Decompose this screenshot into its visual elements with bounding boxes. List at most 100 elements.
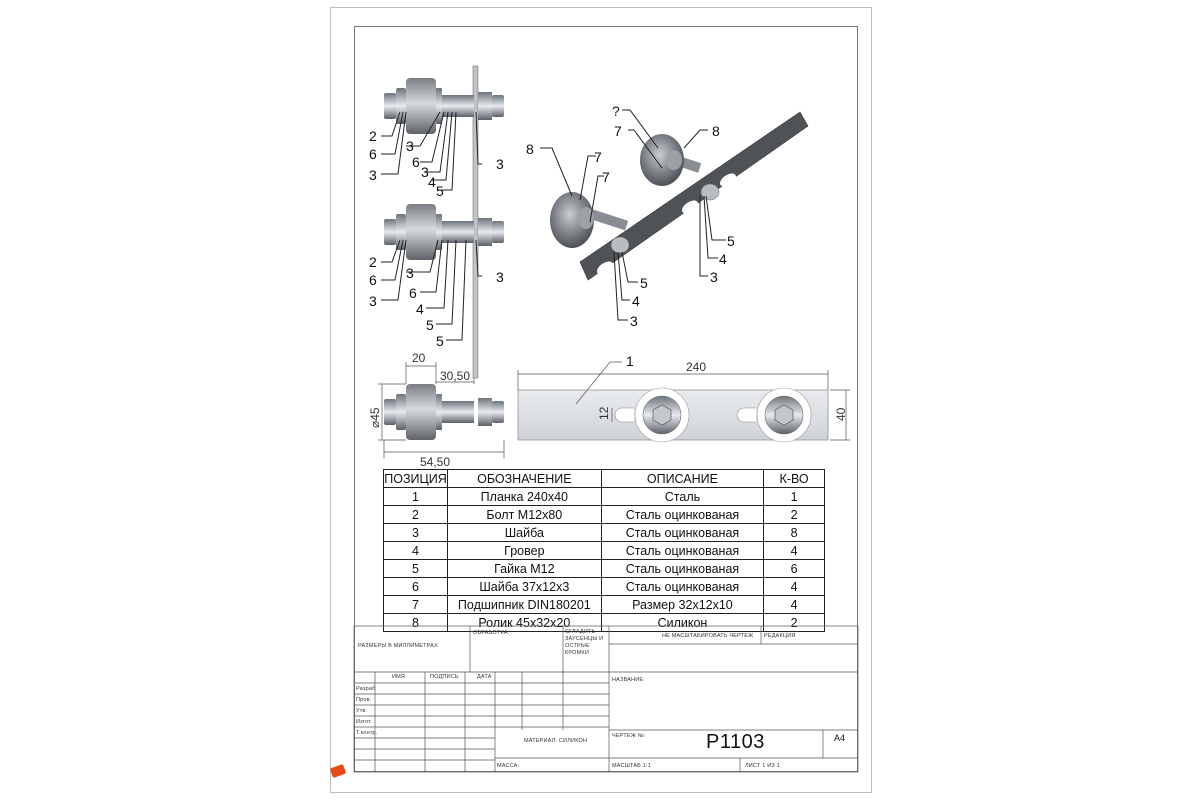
cell-position: 1 [383,487,448,506]
cell-quantity: 1 [763,487,825,506]
plate-position-label: 1 [626,353,634,369]
label-iso: 5 [640,275,648,291]
cell-description: Сталь оцинкованая [600,541,765,560]
label-middle: 3 [406,265,414,281]
label-top: 3 [421,164,429,180]
isometric-view [550,111,809,281]
plate-top-view [517,387,829,443]
name-label: НАЗВАНИЕ: [612,677,645,683]
dim-40: 40 [834,407,848,421]
dim-20: 20 [412,351,426,365]
drawing-number: P1103 [706,731,765,753]
col-sign-header: ПОДПИСЬ [430,674,459,680]
leaders-iso [540,109,726,321]
col-description: ОПИСАНИЕ [600,469,765,488]
deburr-note: СГЛАДИТЬ ЗАУСЕНЦЫ И ОСТРЫЕ КРОМКИ [565,629,604,656]
table-header-row: ПОЗИЦИЯ ОБОЗНАЧЕНИЕ ОПИСАНИЕ К-ВО [383,469,825,488]
cell-quantity: 4 [763,541,825,560]
units-note: РАЗМЕРЫ В МИЛЛИМЕТРАХ [358,643,438,649]
leaders-top [381,111,482,191]
col-designation: ОБОЗНАЧЕНИЕ [446,469,602,488]
cell-designation: Болт М12x80 [446,505,602,524]
label-iso: 7 [602,169,610,185]
cell-designation: Шайба 37x12x3 [446,577,602,596]
label-top: 5 [436,183,444,199]
sheet-count-label: ЛИСТ 1 ИЗ 1 [745,763,780,769]
cell-position: 4 [383,541,448,560]
cell-quantity: 2 [763,613,825,632]
cell-position: 8 [383,613,448,632]
scale-label: МАСШТАБ 1:1 [612,763,651,769]
label-iso: 7 [594,149,602,165]
cell-quantity: 6 [763,559,825,578]
cell-description: Сталь оцинкованая [600,523,765,542]
label-iso: 4 [632,293,640,309]
label-middle: 6 [409,285,417,301]
cell-designation: Планка 240x40 [446,487,602,506]
label-top: 3 [406,138,414,154]
roller-assembly-middle [384,204,504,260]
leaders-middle [381,239,482,341]
label-middle: 6 [369,272,377,288]
label-middle: 3 [369,293,377,309]
dim-54-50: 54,50 [420,455,450,469]
label-middle: 5 [436,333,444,349]
cell-quantity: 4 [763,595,825,614]
col-quantity: К-ВО [763,469,825,488]
dim-30-50: 30,50 [440,369,470,383]
dim-diameter-45: ⌀45 [368,407,382,428]
iso-roller-right [640,134,684,186]
labels-iso: ? 7 8 8 7 7 5 4 3 5 4 3 [526,103,735,329]
dim-240: 240 [686,360,706,374]
no-scale-note: НЕ МАСШТАБИРОВАТЬ ЧЕРТЕЖ [662,633,754,639]
labels-top: 2 6 3 3 6 3 4 5 3 [369,128,504,199]
row-checked: Пров. [356,697,372,703]
row-approved: Утв. [356,708,368,714]
label-top: 3 [496,156,504,172]
cell-designation: Шайба [446,523,602,542]
dims-side [378,362,505,458]
label-iso: 5 [727,233,735,249]
col-date-header: ДАТА [477,674,492,680]
cell-description: Сталь оцинкованая [600,505,765,524]
label-middle: 5 [426,317,434,333]
row-tcontrol: Т.контр. [356,730,378,736]
cell-designation: Подшипник DIN180201 [446,595,602,614]
labels-middle: 2 6 3 3 6 4 5 5 3 [369,254,504,349]
label-iso: ? [612,103,620,119]
cell-position: 6 [383,577,448,596]
label-iso: 8 [526,141,534,157]
cell-designation: Гровер [446,541,602,560]
label-iso: 7 [614,123,622,139]
revision-label: РЕДАКЦИЯ [764,633,796,639]
cell-quantity: 4 [763,577,825,596]
material-label: МАТЕРИАЛ: СИЛИКОН [524,738,588,744]
cell-position: 5 [383,559,448,578]
sheet-format: A4 [834,733,846,743]
cell-designation: Гайка М12 [446,559,602,578]
cell-description: Сталь оцинкованая [600,559,765,578]
label-middle: 3 [496,269,504,285]
cell-description: Сталь [600,487,765,506]
roller-assembly-dimensioned [384,384,504,440]
col-position: ПОЗИЦИЯ [383,469,448,488]
label-iso: 3 [630,313,638,329]
label-top: 3 [369,167,377,183]
label-top: 6 [412,154,420,170]
label-middle: 4 [416,301,424,317]
drawing-number-label: ЧЕРТЕЖ №: [612,733,646,739]
cell-quantity: 8 [763,523,825,542]
dim-12: 12 [597,406,611,420]
label-iso: 8 [712,123,720,139]
processing-label: ОБРАБОТКА: [473,630,510,636]
iso-roller-left [550,192,594,248]
dims-plate [517,361,850,441]
label-top: 4 [428,174,436,190]
label-iso: 4 [719,251,727,267]
label-iso: 3 [710,269,718,285]
